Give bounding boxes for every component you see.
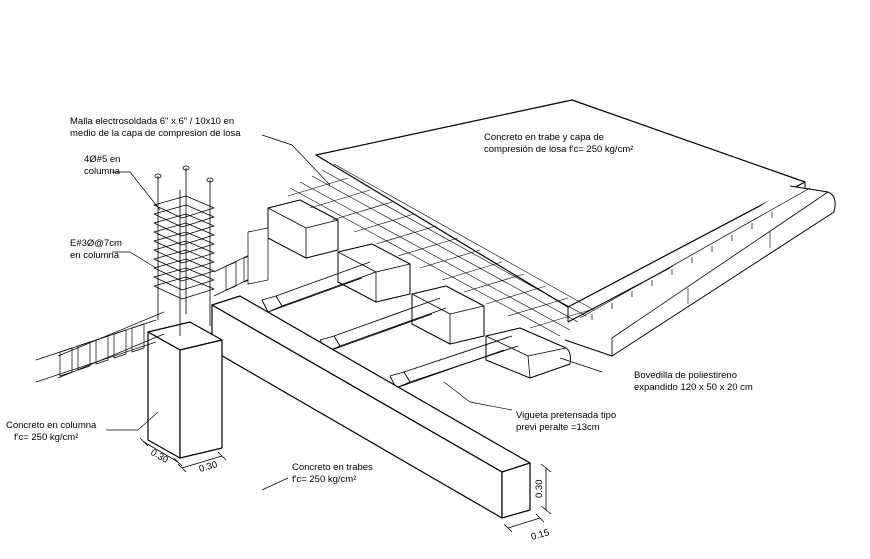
label-estribos-line2: en columna [70, 250, 120, 261]
left-beam-rebar [35, 311, 165, 383]
column-stirrups [153, 195, 215, 300]
label-concreto-losa-line1: Concreto en trabe y capa de [484, 132, 604, 143]
label-vigueta-line2: previ peralte =13cm [516, 422, 600, 433]
label-columna-line2: f'c= 250 kg/cm² [14, 432, 78, 443]
concrete-column [147, 321, 223, 459]
dim-column-b: 0.30 [198, 459, 219, 475]
annotation-labels: Malla electrosoldada 6" x 6" / 10x10 en … [6, 116, 753, 485]
bovedilla-block-3 [411, 285, 485, 345]
column-rebar-cage [154, 165, 214, 336]
vigueta-2 [319, 297, 447, 353]
label-vigueta-line1: Vigueta pretensada tipo [516, 410, 616, 421]
label-estribos-line1: E#3Ø@7cm [70, 238, 122, 249]
concrete-beam [211, 295, 531, 519]
dimension-lines [139, 437, 552, 533]
dim-beam-height: 0.30 [534, 480, 545, 499]
vigueta-3 [389, 335, 519, 389]
bovedilla-block-4 [485, 327, 571, 379]
leader-lines [106, 134, 603, 491]
label-malla-line2: medio de la capa de compresion de losa [70, 128, 241, 139]
label-trabes-line1: Concreto en trabes [292, 462, 373, 473]
dim-beam-width: 0.15 [530, 527, 551, 543]
vigueta-1 [261, 261, 377, 313]
edge-bar-ticks [579, 187, 811, 320]
label-bovedilla-line1: Bovedilla de poliestireno [634, 370, 737, 381]
label-trabes-line2: f'c= 250 kg/cm² [292, 474, 356, 485]
label-varillas-line1: 4Ø#5 en [84, 154, 120, 165]
perimeter-block-strip [564, 185, 836, 357]
label-varillas-line2: columna [84, 166, 121, 177]
back-beam-rebar [213, 227, 269, 297]
label-columna-line1: Concreto en columna [6, 420, 97, 431]
label-bovedilla-line2: expandido 120 x 50 x 20 cm [634, 382, 753, 393]
label-concreto-losa-line2: compresión de losa f'c= 250 kg/cm² [484, 144, 633, 155]
wire-mesh [287, 163, 595, 337]
label-malla-line1: Malla electrosoldada 6" x 6" / 10x10 en [70, 116, 234, 127]
